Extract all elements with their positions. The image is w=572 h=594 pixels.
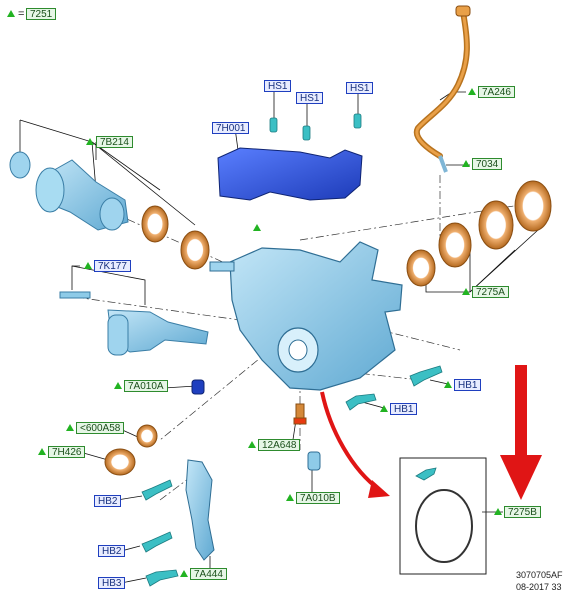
heat-shield bbox=[217, 147, 363, 201]
callout-hs1-left: HS1 bbox=[264, 80, 292, 92]
figure-date: 08-2017 33 bbox=[516, 582, 562, 592]
callout-hb2-lower: HB2 bbox=[98, 545, 126, 557]
triangle-icon bbox=[253, 224, 261, 231]
triangle-icon bbox=[286, 494, 294, 501]
triangle-icon bbox=[380, 405, 388, 412]
mounting-bracket bbox=[185, 459, 215, 561]
callout-7275A: 7275A bbox=[472, 286, 509, 298]
triangle-icon bbox=[444, 381, 452, 388]
callout-7A444: 7A444 bbox=[190, 568, 227, 580]
callout-7H001: 7H001 bbox=[212, 122, 250, 134]
triangle-icon bbox=[468, 88, 476, 95]
differential-housing bbox=[209, 241, 403, 391]
callout-600A58: <600A58 bbox=[76, 422, 125, 434]
triangle-icon bbox=[114, 382, 122, 389]
vacuum-pump bbox=[59, 291, 209, 356]
triangle-icon bbox=[86, 138, 94, 145]
callout-7A010B: 7A010B bbox=[296, 492, 340, 504]
o-ring-seal bbox=[415, 489, 473, 563]
triangle-icon bbox=[180, 570, 188, 577]
callout-12A648: 12A648 bbox=[258, 439, 301, 451]
triangle-icon bbox=[38, 448, 46, 455]
legend-equals: = bbox=[18, 8, 25, 20]
callout-7B214: 7B214 bbox=[96, 136, 133, 148]
callout-hs1-middle: HS1 bbox=[296, 92, 324, 104]
small-parts bbox=[191, 379, 321, 471]
red-arrows bbox=[320, 365, 542, 500]
callout-7A246: 7A246 bbox=[478, 86, 515, 98]
callout-hb3: HB3 bbox=[98, 577, 126, 589]
triangle-icon bbox=[494, 508, 502, 515]
triangle-icon bbox=[248, 441, 256, 448]
figure-number: 3070705AF bbox=[516, 570, 563, 580]
callout-7275B: 7275B bbox=[504, 506, 541, 518]
callout-7034: 7034 bbox=[472, 158, 503, 170]
legend-code: 7251 bbox=[26, 8, 57, 20]
output-flange bbox=[9, 151, 129, 231]
callout-hb1-lower: HB1 bbox=[390, 403, 418, 415]
triangle-icon bbox=[66, 424, 74, 431]
hs1-bolts bbox=[269, 113, 362, 141]
callout-hs1-right: HS1 bbox=[346, 82, 374, 94]
callout-hb1-upper: HB1 bbox=[454, 379, 482, 391]
legend-triangle-icon bbox=[7, 10, 15, 17]
triangle-icon bbox=[462, 288, 470, 295]
callout-7K177: 7K177 bbox=[94, 260, 131, 272]
callout-hb2-upper: HB2 bbox=[94, 495, 122, 507]
callout-7A010A: 7A010A bbox=[124, 380, 168, 392]
housing-bolts bbox=[141, 365, 443, 587]
triangle-icon bbox=[84, 262, 92, 269]
callout-7H426: 7H426 bbox=[48, 446, 86, 458]
vent-tube bbox=[413, 5, 471, 173]
triangle-icon bbox=[462, 160, 470, 167]
oil-seals bbox=[104, 180, 552, 476]
detail-inset-frame bbox=[399, 457, 487, 575]
